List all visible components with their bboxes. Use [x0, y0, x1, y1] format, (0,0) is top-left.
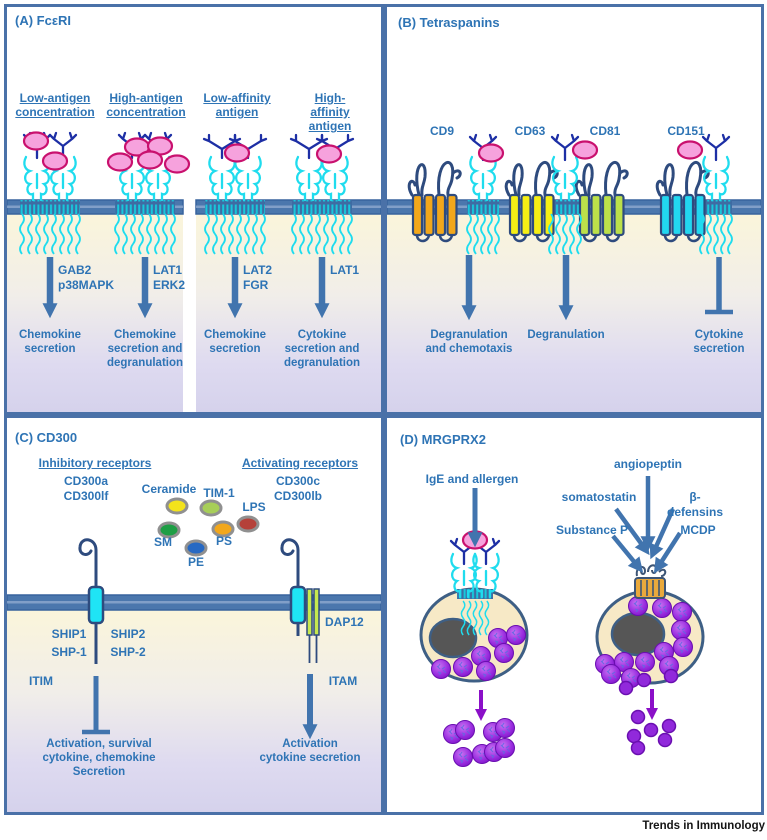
- panel-c-cd300: (C) CD300 Inhibitory receptors Activatin…: [4, 415, 384, 815]
- activating-receptor-names: CD300c CD300lb: [273, 474, 323, 503]
- fceri-receptor-high-concentration: [106, 133, 191, 254]
- antigen-icon: [41, 151, 69, 171]
- lps-label: LPS: [242, 500, 266, 514]
- arrow-diagonal-icon: [614, 507, 650, 556]
- fceri-receptor-low-affinity: [204, 135, 266, 254]
- outcome-label: Cytokine secretion and degranulation: [283, 329, 361, 369]
- signal-arrows: [82, 674, 318, 740]
- shp2-label: SHP-2: [110, 645, 146, 659]
- tim1-label: TIM-1: [203, 486, 235, 500]
- cd151-label: CD151: [667, 124, 705, 138]
- itim-label: ITIM: [29, 674, 53, 688]
- outcome-label: Activation, survival cytokine, chemokine…: [42, 738, 156, 778]
- ship1-label: SHIP1: [51, 627, 87, 641]
- journal-credit: Trends in Immunology: [642, 820, 765, 832]
- angiopeptin-label: angiopeptin: [614, 457, 682, 471]
- panel-a-title: (A) FcεRI: [15, 13, 71, 28]
- sm-ligand-icon: [157, 521, 181, 539]
- somatostatin-label: somatostatin: [561, 490, 637, 504]
- cd9-label: CD9: [429, 124, 455, 138]
- arrow-diagonal-icon: [653, 531, 682, 574]
- outcome-label: Activation cytokine secretion: [259, 738, 361, 764]
- tim1-ligand-icon: [199, 499, 223, 517]
- activating-receptors-header: Activating receptors: [241, 456, 359, 470]
- ceramide-label: Ceramide: [141, 482, 197, 496]
- cd300-activating-receptor-icon: [280, 538, 320, 663]
- mast-cell-right: [594, 564, 705, 689]
- outcome-label: Chemokine secretion: [204, 329, 266, 355]
- ceramide-ligand-icon: [165, 497, 189, 515]
- ps-label: PS: [215, 534, 233, 548]
- cd63-label: CD63: [514, 124, 546, 138]
- membrane: [7, 199, 381, 215]
- signal-molecules: LAT1: [330, 263, 360, 277]
- panel-b-graphics: [387, 133, 761, 321]
- panel-a-fceri: (A) FcεRI Low-antigen concentration High…: [4, 4, 384, 415]
- released-granules-left: [442, 717, 516, 768]
- inhibitory-receptors-header: Inhibitory receptors: [38, 456, 152, 470]
- outcome-label: Chemokine secretion: [19, 329, 81, 355]
- dap12-adapter-icon: [306, 588, 320, 663]
- pe-label: PE: [187, 555, 205, 569]
- panel-d-graphics: [419, 476, 705, 768]
- signal-arrows: [42, 257, 330, 319]
- outcome-label: Cytokine secretion: [693, 329, 745, 355]
- arrow-diagonal-icon: [611, 534, 644, 573]
- cd300-inhibitory-receptor-icon: [78, 538, 105, 664]
- panel-b-title: (B) Tetraspanins: [398, 15, 500, 30]
- dap12-label: DAP12: [325, 615, 364, 629]
- signal-molecules: LAT2 FGR: [243, 263, 273, 292]
- mrgprx2-receptor-icon: [634, 564, 667, 599]
- outcome-label: Degranulation and chemotaxis: [425, 329, 513, 355]
- panel-a-cytoplasm-left: [7, 200, 183, 412]
- lps-ligand-icon: [236, 515, 260, 533]
- nucleus-icon: [428, 617, 478, 659]
- panel-b-tetraspanins: (B) Tetraspanins CD9 CD63 CD81 CD151 Deg…: [384, 4, 764, 415]
- antigen-icon: [22, 131, 50, 151]
- column-header-low-affinity: Low-affinity antigen: [203, 91, 271, 119]
- mcdp-label: MCDP: [680, 523, 716, 537]
- shp1-label: SHP-1: [51, 645, 87, 659]
- cd81-label: CD81: [589, 124, 621, 138]
- panel-c-title: (C) CD300: [15, 430, 78, 445]
- signal-arrows: [461, 255, 733, 321]
- mast-cell-left: [419, 530, 529, 683]
- fceri-receptor-icon: [449, 530, 501, 599]
- released-granules-right: [618, 668, 679, 756]
- stimuli-arrows: [611, 476, 682, 574]
- signal-molecules: GAB2 p38MAPK: [58, 263, 115, 292]
- ship2-label: SHIP2: [110, 627, 146, 641]
- panel-d-title: (D) MRGPRX2: [400, 432, 486, 447]
- outcome-label: Degranulation: [527, 329, 605, 341]
- sm-label: SM: [154, 535, 172, 549]
- panel-c-graphics: [7, 497, 381, 740]
- ps-ligand-icon: [211, 520, 235, 538]
- beta-defensins-label: β-defensins: [666, 490, 723, 519]
- fceri-receptor-high-affinity: [291, 135, 353, 254]
- outcome-label: Chemokine secretion and degranulation: [106, 329, 184, 369]
- arrow-diagonal-icon: [649, 508, 676, 560]
- pe-ligand-icon: [184, 539, 208, 557]
- panel-d-mrgprx2: (D) MRGPRX2 IgE and allergen angiopeptin…: [384, 415, 764, 815]
- itam-label: ITAM: [328, 674, 358, 688]
- fceri-receptor-low-concentration: [20, 131, 80, 255]
- panel-a-graphics: [7, 131, 381, 319]
- substance-p-label: Substance P: [555, 523, 629, 537]
- membrane: [7, 594, 381, 611]
- column-header-high-affinity: High-affinity antigen: [308, 91, 352, 133]
- column-header-low-antigen: Low-antigen concentration: [15, 91, 95, 119]
- ige-allergen-label: IgE and allergen: [425, 472, 519, 486]
- column-header-high-antigen: High-antigen concentration: [106, 91, 186, 119]
- inhibitory-receptor-names: CD300a CD300lf: [63, 474, 109, 503]
- signal-molecules: LAT1 ERK2: [153, 263, 186, 292]
- ligand-ovals: [157, 497, 260, 557]
